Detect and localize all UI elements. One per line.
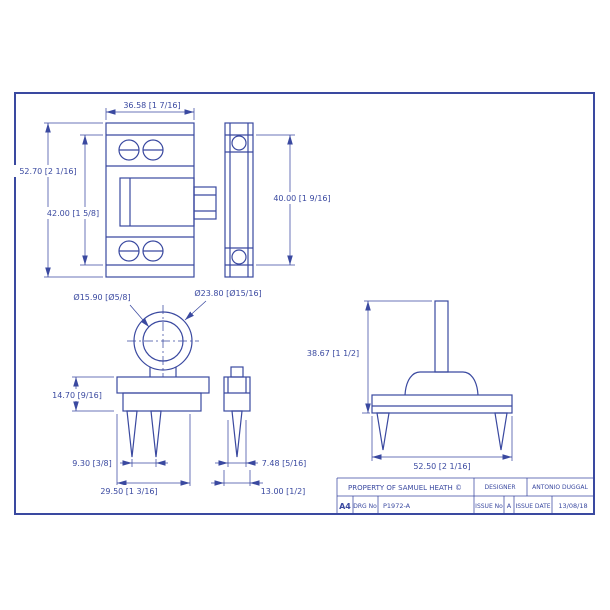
dim-ring-inner-dia: Ø15.90 [Ø5/8] <box>73 292 130 302</box>
dim-ring-outer-dia: Ø23.80 [Ø15/16] <box>194 288 261 298</box>
spike <box>150 410 162 458</box>
designer-label: DESIGNER <box>484 484 515 491</box>
drg-no-value: P1972-A <box>383 502 411 510</box>
dim-elevation-width: 52.50 [2 1/16] <box>413 462 470 471</box>
issue-no-label: ISSUE No <box>475 503 503 510</box>
issue-date-label: ISSUE DATE <box>515 503 550 510</box>
dim-front-body-height: 42.00 [1 5/8] <box>47 209 99 218</box>
dim-side-width: 13.00 [1/2] <box>261 487 306 496</box>
drawing-frame <box>14 92 595 515</box>
front-view: 36.58 [1 7/16] 52.70 [2 1/16] 42.00 [1 5… <box>14 101 336 278</box>
spike <box>376 412 390 451</box>
mounting-hole <box>231 249 247 265</box>
dim-base-width: 29.50 [1 3/16] <box>100 487 157 496</box>
title-block: PROPERTY OF SAMUEL HEATH © DESIGNER ANTO… <box>336 477 594 514</box>
issue-no-value: A <box>507 502 512 510</box>
dim-front-overall-height: 52.70 [2 1/16] <box>19 167 76 176</box>
title-block-grid <box>336 477 594 514</box>
dim-prong-spacing: 9.30 [3/8] <box>72 459 111 468</box>
dim-side-rib: 7.48 [5/16] <box>262 459 307 468</box>
spike <box>126 410 138 458</box>
front-view-dimensions: 36.58 [1 7/16] 52.70 [2 1/16] 42.00 [1 5… <box>14 101 336 278</box>
spike <box>494 412 508 451</box>
plan-view: Ø15.90 [Ø5/8] Ø23.80 [Ø15/16] 14.70 [9/1… <box>48 288 306 496</box>
plan-view-geometry <box>116 305 251 458</box>
dim-front-width: 36.58 [1 7/16] <box>123 101 180 110</box>
property-notice: PROPERTY OF SAMUEL HEATH © <box>348 484 462 492</box>
sheet-size: A4 <box>339 502 351 511</box>
dim-base-height: 14.70 [9/16] <box>52 391 102 400</box>
issue-date-value: 13/08/18 <box>558 502 587 510</box>
elevation-view-geometry <box>371 300 513 451</box>
front-view-geometry <box>105 122 254 278</box>
elevation-view: 38.67 [1 1/2] 52.50 [2 1/16] <box>307 300 513 471</box>
drg-no-label: DRG No <box>353 503 377 510</box>
plan-view-dimensions: Ø15.90 [Ø5/8] Ø23.80 [Ø15/16] 14.70 [9/1… <box>48 288 306 496</box>
spike <box>231 410 243 458</box>
designer-name: ANTONIO DUGGAL <box>532 484 588 491</box>
mounting-hole <box>231 135 247 151</box>
dim-elevation-height: 38.67 [1 1/2] <box>307 349 359 358</box>
dim-keeper-height: 40.00 [1 9/16] <box>273 194 330 203</box>
elevation-view-dimensions: 38.67 [1 1/2] 52.50 [2 1/16] <box>307 300 513 471</box>
